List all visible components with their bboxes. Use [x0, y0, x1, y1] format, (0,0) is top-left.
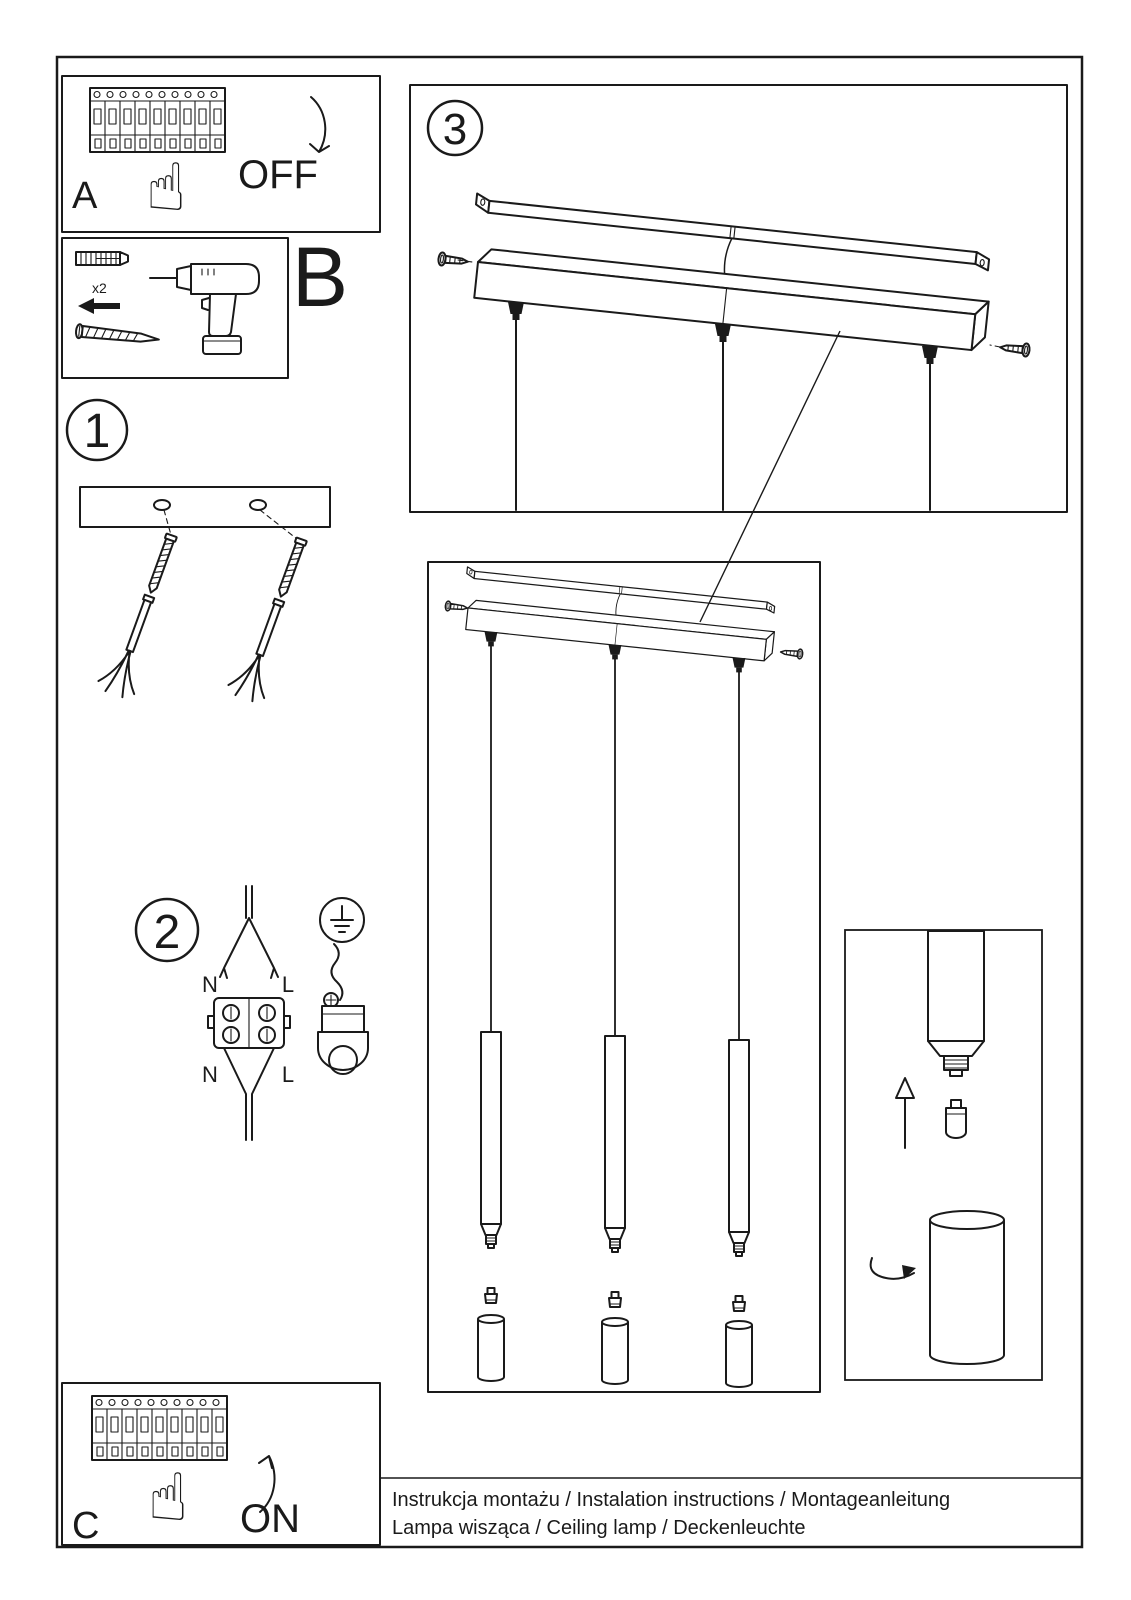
bracket-hole [249, 499, 267, 511]
anchor-screw-assembly [225, 531, 321, 706]
ground-symbol-icon [319, 897, 365, 943]
shade-detail [929, 1210, 1005, 1365]
on-label: ON [240, 1497, 300, 1541]
cable-clamp [317, 992, 369, 1075]
terminal-l-bottom-label: L [282, 1062, 294, 1087]
wiring-diagram: N L N L [202, 885, 294, 1141]
pendant-tube [480, 1031, 502, 1249]
anchor-qty-label: x2 [92, 280, 107, 296]
breaker-panel-icon [89, 87, 226, 153]
step-1-label: 1 [84, 405, 111, 458]
terminal-n-top-label: N [202, 972, 218, 997]
step-2-label: 2 [154, 906, 181, 959]
guide-line [163, 509, 172, 536]
switch-up-arrow-icon [258, 1455, 276, 1513]
terminal-l-top-label: L [282, 972, 294, 997]
pendant-tube [728, 1039, 750, 1257]
bulb-icon [484, 1287, 498, 1304]
bracket-hole [153, 499, 171, 511]
step-3-label: 3 [443, 105, 467, 154]
assembly-border [427, 561, 821, 1393]
step-2-badge [134, 897, 200, 963]
ground-wire [330, 943, 344, 1001]
guide-line [457, 259, 473, 263]
output-cable [223, 1047, 275, 1141]
tube-end-detail [927, 930, 985, 1077]
terminal-block [207, 997, 291, 1049]
shade-icon [477, 1314, 505, 1382]
off-label: OFF [238, 153, 318, 197]
pendant-tube [604, 1035, 626, 1253]
pointing-hand-icon: ☝ [148, 1460, 188, 1534]
bulb-detail [945, 1099, 967, 1139]
assembly-view [427, 561, 821, 1393]
guide-line [259, 509, 298, 540]
step-3-badge [426, 99, 484, 157]
step-c-panel: ☝ ON C [61, 1382, 381, 1547]
step-3-panel: 3 [409, 84, 1068, 513]
step-1-badge [65, 398, 129, 462]
terminal-n-bottom-label: N [202, 1062, 218, 1087]
pointing-hand-icon: ☝ [146, 150, 186, 224]
drill-icon [149, 263, 260, 355]
anchor-screw-assembly [95, 527, 191, 702]
up-arrow-icon [895, 1077, 915, 1149]
caption-area: Instrukcja montażu / Instalation instruc… [380, 1477, 1082, 1539]
shade-icon [601, 1317, 629, 1385]
page-border [55, 55, 1084, 1549]
shade-icon [725, 1320, 753, 1388]
caption-line-1: Instrukcja montażu / Instalation instruc… [392, 1489, 950, 1511]
mounting-bracket [79, 486, 331, 528]
bulb-icon [608, 1291, 622, 1308]
breaker-panel-icon [91, 1395, 228, 1461]
step-b-panel: x2 B [61, 230, 348, 379]
wall-anchor-icon [75, 251, 129, 266]
step-b-label: B [292, 230, 348, 324]
step-c-label: C [72, 1505, 99, 1547]
step-a-panel: ☝ OFF A [61, 75, 381, 233]
guide-line [989, 344, 1001, 348]
switch-down-arrow-icon [309, 96, 330, 153]
step-1: 1 [65, 398, 331, 706]
bulb-icon [732, 1295, 746, 1312]
left-arrow-icon [78, 298, 120, 314]
screw-icon [74, 323, 160, 343]
caption-line-2: Lampa wisząca / Ceiling lamp / Deckenleu… [392, 1517, 806, 1539]
step-2: 2 N L N L [134, 885, 369, 1141]
detail-view [844, 929, 1043, 1381]
step-a-label: A [72, 175, 98, 217]
pointer-line [699, 330, 841, 623]
rotate-arrow-icon [869, 1257, 916, 1280]
